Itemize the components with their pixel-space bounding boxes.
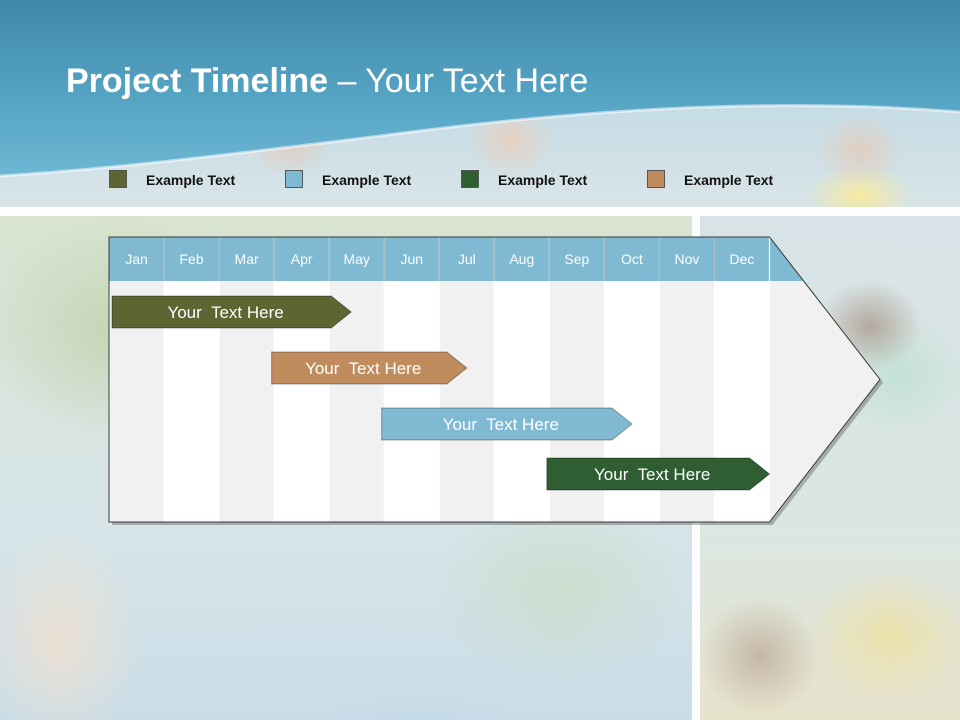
month-label: Jan	[125, 251, 148, 267]
task-bar	[381, 407, 633, 441]
task-label: Your Text Here	[167, 303, 283, 322]
arrow-outline	[108, 236, 881, 523]
slide-title: Project Timeline – Your Text Here	[66, 60, 588, 102]
month-label: Jul	[458, 251, 476, 267]
month-header-cell	[549, 237, 605, 281]
task-bar	[111, 295, 352, 329]
month-header-cell	[274, 237, 330, 281]
legend-label: Example Text	[322, 172, 412, 188]
month-label: Dec	[730, 251, 755, 267]
legend-label: Example Text	[498, 172, 588, 188]
month-label: Mar	[235, 251, 259, 267]
month-label: Apr	[291, 251, 313, 267]
legend-swatch	[647, 170, 665, 188]
month-header-cell	[219, 237, 275, 281]
title-band	[0, 0, 960, 178]
month-header-cell	[164, 237, 220, 281]
task-label: Your Text Here	[443, 415, 559, 434]
legend-swatch	[461, 170, 479, 188]
month-column	[494, 281, 550, 522]
task-bar	[546, 457, 771, 491]
month-header-cell	[494, 237, 550, 281]
legend-label: Example Text	[684, 172, 774, 188]
month-header-cell	[659, 237, 715, 281]
month-column	[439, 281, 495, 522]
month-header-cell	[439, 237, 495, 281]
month-label: Aug	[509, 251, 534, 267]
legend-label: Example Text	[146, 172, 236, 188]
legend-swatch	[285, 170, 303, 188]
month-label: Feb	[180, 251, 204, 267]
task-bar	[271, 351, 468, 385]
month-header-cell	[384, 237, 440, 281]
title-bold: Project Timeline	[66, 62, 329, 100]
month-header-cell	[604, 237, 660, 281]
title-rest: – Your Text Here	[328, 62, 589, 100]
month-label: Oct	[621, 251, 643, 267]
month-header-cell	[329, 237, 385, 281]
month-header-cell	[109, 237, 165, 281]
task-label: Your Text Here	[594, 465, 710, 484]
task-label: Your Text Here	[305, 359, 421, 378]
month-label: Nov	[674, 251, 699, 267]
horizontal-divider	[0, 207, 960, 216]
month-column	[384, 281, 440, 522]
month-label: Jun	[400, 251, 423, 267]
legend-swatch	[109, 170, 127, 188]
month-label: May	[343, 251, 369, 267]
month-header-cell	[714, 237, 770, 281]
month-label: Sep	[564, 251, 589, 267]
